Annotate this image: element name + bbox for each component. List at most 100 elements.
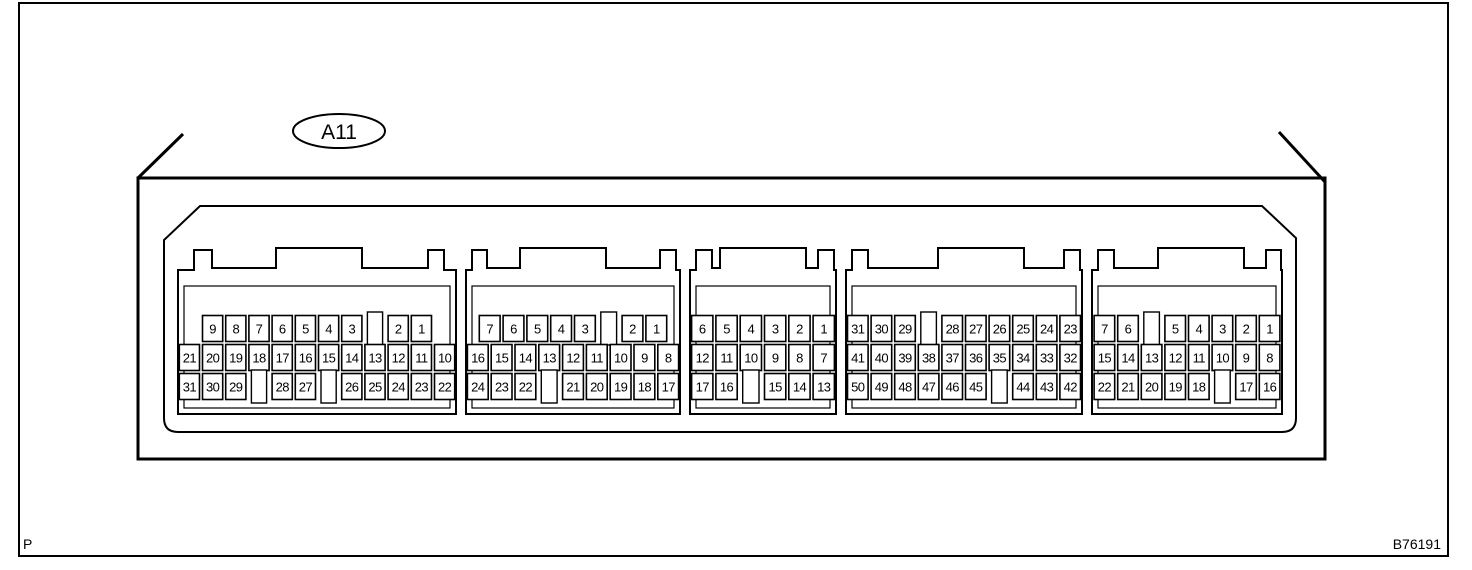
pin-cavity xyxy=(1164,343,1187,372)
pin-number: 15 xyxy=(495,351,509,366)
pin-cavity xyxy=(964,343,987,372)
pin-cavity xyxy=(1093,343,1116,372)
pin-number: 11 xyxy=(720,351,733,366)
pin-cavity xyxy=(846,343,869,372)
pin-number: 15 xyxy=(322,351,336,366)
pin-number: 3 xyxy=(582,322,589,337)
pin-cavity xyxy=(621,314,644,343)
pin-number: 30 xyxy=(206,380,220,395)
pin-number: 8 xyxy=(796,351,803,366)
pin-cavity xyxy=(941,372,964,401)
pin-number: 5 xyxy=(534,322,541,337)
pin-number: 50 xyxy=(851,380,865,395)
pin-cavity xyxy=(941,343,964,372)
pin-number: 29 xyxy=(898,322,912,337)
pin-cavity xyxy=(478,314,501,343)
pin-number: 20 xyxy=(1145,380,1159,395)
pin-cavity xyxy=(364,343,386,372)
pin-cavity xyxy=(410,343,433,372)
pin-cavity xyxy=(549,314,573,343)
pin-cavity xyxy=(787,314,811,343)
pin-cavity xyxy=(846,372,869,401)
pin-cavity xyxy=(514,343,537,372)
block-shell xyxy=(845,247,1083,415)
pin-cavity xyxy=(609,372,632,401)
pin-cavity xyxy=(340,343,363,372)
pin-cavity xyxy=(1258,343,1281,372)
pin-cavity xyxy=(340,372,363,401)
key-slot xyxy=(1143,311,1161,346)
pin-number: 24 xyxy=(392,380,406,395)
pin-cavity xyxy=(690,372,714,401)
pin-cavity xyxy=(178,372,201,401)
pin-cavity xyxy=(410,372,433,401)
pin-cavity xyxy=(690,343,714,372)
housing-right-edge xyxy=(1277,130,1327,184)
pin-cavity xyxy=(645,314,668,343)
pin-cavity xyxy=(1011,314,1035,343)
pin-number: 8 xyxy=(665,351,672,366)
pin-cavity xyxy=(1164,314,1187,343)
pin-number: 47 xyxy=(922,380,936,395)
pin-cavity xyxy=(1035,372,1058,401)
pin-number: 7 xyxy=(1101,322,1108,337)
pin-number: 35 xyxy=(993,351,1007,366)
pin-number: 14 xyxy=(519,351,533,366)
pin-number: 2 xyxy=(629,322,636,337)
pin-number: 13 xyxy=(817,380,831,395)
pin-cavity xyxy=(812,343,836,372)
pin-number: 13 xyxy=(368,351,382,366)
pin-number: 16 xyxy=(1263,380,1277,395)
pin-number: 7 xyxy=(820,351,827,366)
pin-number: 39 xyxy=(898,351,912,366)
pin-number: 28 xyxy=(276,380,290,395)
pin-number: 21 xyxy=(1121,380,1135,395)
pin-number: 15 xyxy=(769,380,783,395)
pin-cavity xyxy=(340,314,363,343)
pin-number: 2 xyxy=(395,322,402,337)
pin-number: 33 xyxy=(1040,351,1054,366)
pin-cavity xyxy=(317,314,340,343)
pin-number: 12 xyxy=(392,351,406,366)
pin-cavity xyxy=(763,343,787,372)
pin-number: 25 xyxy=(368,380,382,395)
pin-number: 26 xyxy=(993,322,1007,337)
key-slot xyxy=(742,369,760,404)
pin-number: 11 xyxy=(415,351,428,366)
pin-number: 8 xyxy=(1266,351,1273,366)
pin-number: 40 xyxy=(875,351,889,366)
pin-cavity xyxy=(387,343,410,372)
pin-cavity xyxy=(633,372,656,401)
key-slot xyxy=(250,369,268,404)
pin-cavity xyxy=(1187,343,1210,372)
pin-cavity xyxy=(387,314,410,343)
pin-number: 12 xyxy=(1169,351,1183,366)
pin-number: 38 xyxy=(922,351,936,366)
pin-number: 22 xyxy=(519,380,533,395)
pin-number: 23 xyxy=(1064,322,1078,337)
pin-number: 41 xyxy=(851,351,865,366)
pin-number: 18 xyxy=(638,380,652,395)
pin-cavity xyxy=(1093,372,1116,401)
pin-cavity xyxy=(178,343,201,372)
pin-cavity xyxy=(585,343,609,372)
pin-cavity xyxy=(1234,372,1258,401)
pin-cavity xyxy=(502,314,525,343)
pin-number: 22 xyxy=(438,380,452,395)
pin-number: 5 xyxy=(723,322,730,337)
pin-cavity xyxy=(573,314,597,343)
pin-number: 11 xyxy=(1193,351,1206,366)
pin-number: 10 xyxy=(744,351,758,366)
pin-cavity xyxy=(1234,343,1258,372)
block-shell xyxy=(689,247,837,415)
pin-number: 5 xyxy=(302,322,309,337)
pin-cavity xyxy=(739,314,763,343)
pin-cavity xyxy=(410,314,433,343)
pin-number: 31 xyxy=(183,380,197,395)
pin-number: 9 xyxy=(772,351,779,366)
key-slot xyxy=(366,311,384,346)
